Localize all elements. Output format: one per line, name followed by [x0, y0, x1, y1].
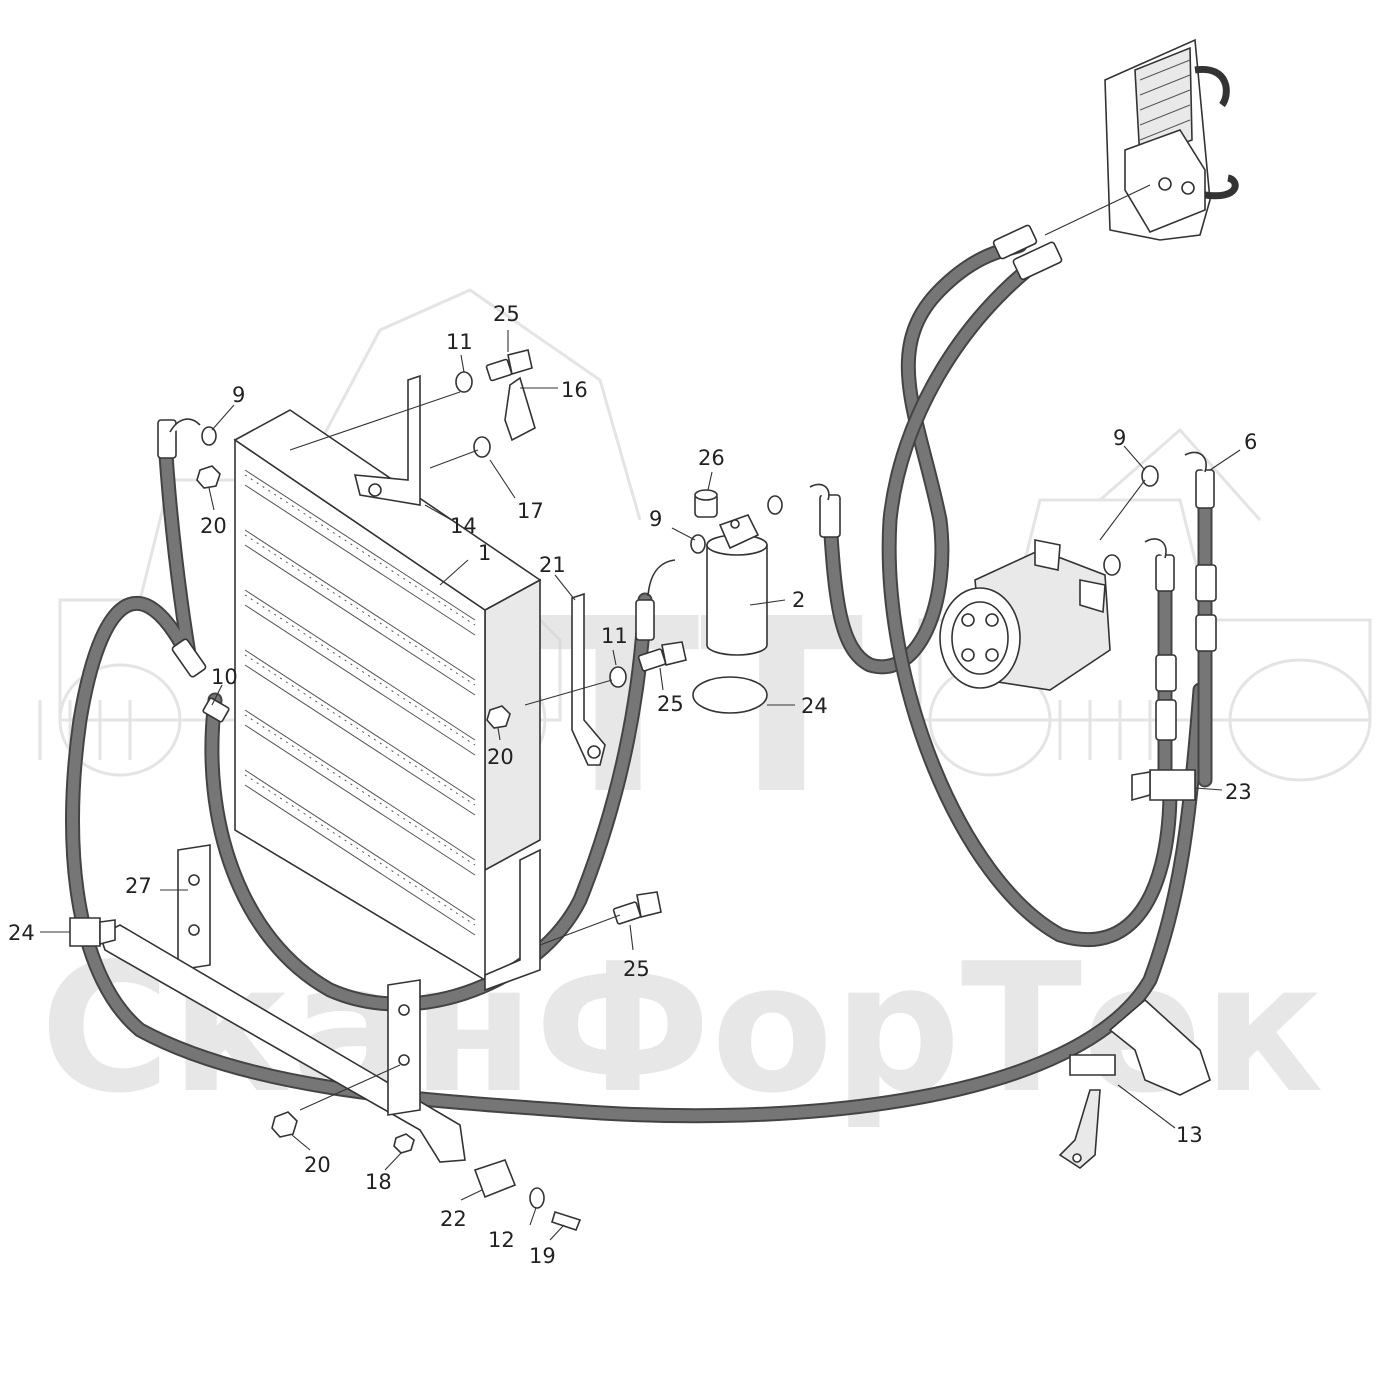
bottom-bracket — [99, 844, 466, 1163]
callout-14: 14 — [450, 514, 477, 538]
callout-20-top: 20 — [200, 514, 227, 538]
callout-20-bottom: 20 — [304, 1153, 331, 1177]
callout-23: 23 — [1225, 780, 1252, 804]
callout-21: 21 — [539, 553, 566, 577]
callout-12: 12 — [488, 1228, 515, 1252]
bracket-14 — [353, 374, 421, 506]
bracket-13 — [1058, 998, 1211, 1169]
callout-9-middle: 9 — [649, 507, 662, 531]
hose-fittings — [157, 418, 1217, 741]
callout-labels: 1 2 6 9 9 9 10 11 11 12 13 14 16 17 18 1… — [8, 302, 1257, 1268]
callout-10: 10 — [211, 665, 238, 689]
callout-6: 6 — [1244, 430, 1257, 454]
condenser — [233, 409, 542, 992]
callout-19: 19 — [529, 1244, 556, 1268]
compressor — [939, 539, 1111, 691]
callout-13: 13 — [1176, 1123, 1203, 1147]
callout-11-middle: 11 — [601, 624, 628, 648]
callout-9-right: 9 — [1113, 426, 1126, 450]
bracket-21-hole — [587, 745, 601, 759]
evaporator — [1104, 38, 1239, 241]
callout-25-middle: 25 — [657, 692, 684, 716]
callout-2: 2 — [792, 588, 805, 612]
hose-group — [65, 237, 1213, 1124]
clamp-23 — [1131, 769, 1196, 802]
clamp-24b — [69, 917, 116, 947]
receiver-drier — [706, 514, 768, 656]
callout-24-right: 24 — [801, 694, 828, 718]
bracket-14-hole — [368, 483, 382, 497]
small-hardware — [196, 349, 1159, 1231]
callout-25-bottom: 25 — [623, 957, 650, 981]
bracket-21 — [571, 592, 606, 766]
clamp-24 — [692, 676, 768, 714]
callout-24-left: 24 — [8, 921, 35, 945]
callout-26: 26 — [698, 446, 725, 470]
callout-25-top: 25 — [493, 302, 520, 326]
callout-1: 1 — [478, 541, 491, 565]
evaporator-fittings — [992, 184, 1151, 281]
callout-16: 16 — [561, 378, 588, 402]
callout-11-top: 11 — [446, 330, 473, 354]
leader-lines — [40, 330, 1241, 1241]
callout-18: 18 — [365, 1170, 392, 1194]
callout-27: 27 — [125, 874, 152, 898]
callout-22: 22 — [440, 1207, 467, 1231]
callout-9-left: 9 — [232, 383, 245, 407]
cap-26 — [694, 489, 718, 518]
callout-17: 17 — [517, 499, 544, 523]
callout-20-middle: 20 — [487, 745, 514, 769]
